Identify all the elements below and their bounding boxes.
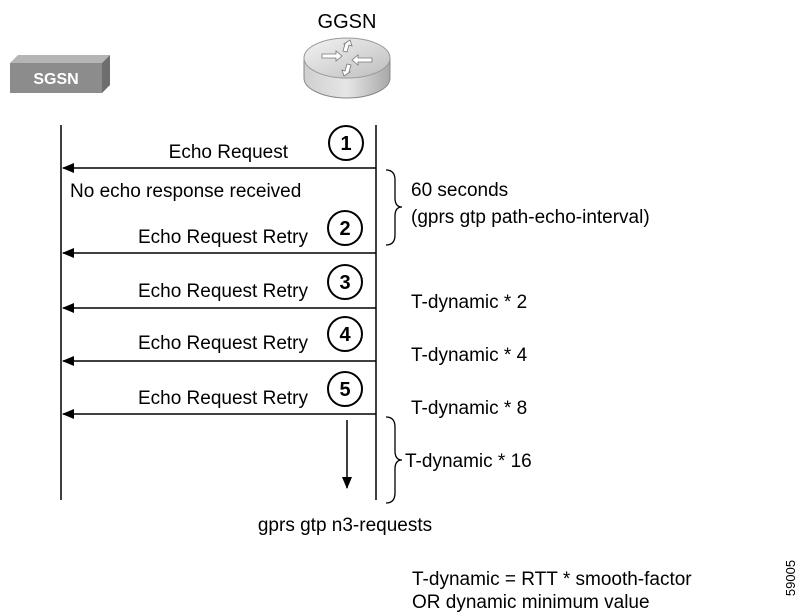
step-circle — [327, 264, 363, 300]
t-dynamic-4-text: T-dynamic * 4 — [411, 345, 528, 366]
step-circle — [327, 316, 363, 352]
step-5-number: 5 — [339, 379, 350, 401]
t-dynamic-8-text: T-dynamic * 8 — [411, 398, 527, 419]
router-icon — [303, 37, 391, 99]
no-response-text: No echo response received — [70, 181, 301, 202]
message-3: Echo Request Retry 3 — [62, 264, 376, 313]
message-1: Echo Request 1 — [62, 125, 376, 173]
interval-text-2: (gprs gtp path-echo-interval) — [411, 207, 650, 228]
step-3-number: 3 — [339, 272, 350, 294]
message-1-label: Echo Request — [169, 142, 289, 163]
n3-requests-label: gprs gtp n3-requests — [258, 515, 432, 536]
message-5: Echo Request Retry 5 — [62, 371, 376, 419]
message-3-label: Echo Request Retry — [138, 281, 309, 302]
t16-brace — [385, 416, 403, 504]
message-4-label: Echo Request Retry — [138, 333, 309, 354]
sgsn-label: SGSN — [33, 71, 78, 88]
step-1-number: 1 — [340, 133, 351, 155]
message-5-label: Echo Request Retry — [138, 388, 309, 409]
step-4-number: 4 — [339, 324, 351, 346]
t-dynamic-16-text: T-dynamic * 16 — [405, 451, 532, 472]
message-2: Echo Request Retry 2 — [62, 210, 376, 258]
sgsn-box: SGSN — [10, 55, 110, 93]
interval-brace — [385, 169, 403, 246]
step-circle — [328, 125, 364, 161]
figure-id: 59005 — [783, 560, 798, 596]
message-2-label: Echo Request Retry — [138, 227, 309, 248]
step-2-number: 2 — [339, 218, 350, 240]
step-circle — [327, 371, 363, 407]
t-dynamic-2-text: T-dynamic * 2 — [411, 292, 527, 313]
interval-text-1: 60 seconds — [411, 180, 508, 201]
step-circle — [327, 210, 363, 246]
ggsn-label: GGSN — [318, 11, 377, 33]
message-4: Echo Request Retry 4 — [62, 316, 376, 366]
footnote-line-1: T-dynamic = RTT * smooth-factor — [412, 569, 692, 590]
footnote-line-2: OR dynamic minimum value — [412, 592, 650, 613]
